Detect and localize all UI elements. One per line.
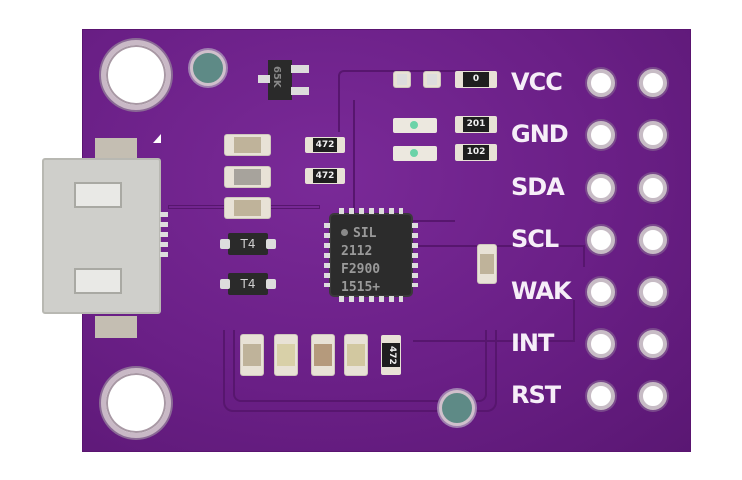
header-pin-gnd-2[interactable] (639, 121, 667, 149)
trace (233, 330, 487, 402)
capacitor (312, 335, 334, 375)
micro-usb-connector[interactable] (42, 158, 168, 314)
chip-pins-left (324, 223, 330, 287)
capacitor (225, 167, 270, 187)
pin-label-sda: SDA (511, 173, 565, 201)
resistor: 472 (381, 335, 401, 375)
header-pin-gnd-1[interactable] (587, 121, 615, 149)
chip-marking: SIL 2112 F2900 1515+ (341, 226, 381, 295)
trace (338, 70, 490, 132)
regulator-pin (291, 65, 309, 73)
diode-marking: T4 (240, 237, 256, 251)
pcb-board: 65K T4 T4 472 472 0 201 102 SIL 2112 F29… (42, 30, 690, 451)
header-pin-int-1[interactable] (587, 330, 615, 358)
marker-triangle-icon (153, 134, 161, 143)
resistor: 472 (305, 137, 345, 153)
regulator-pin (291, 87, 309, 95)
capacitor (225, 198, 270, 218)
chip-pins-bottom (339, 296, 403, 302)
chip-pins-top (339, 208, 403, 214)
header-pin-rst-2[interactable] (639, 382, 667, 410)
voltage-regulator: 65K (268, 60, 292, 100)
header-pin-sda-1[interactable] (587, 174, 615, 202)
header-pin-int-2[interactable] (639, 330, 667, 358)
pin-label-gnd: GND (511, 120, 569, 148)
capacitor (345, 335, 367, 375)
header-pin-rst-1[interactable] (587, 382, 615, 410)
chip-pins-right (412, 223, 418, 287)
diode: T4 (220, 273, 276, 295)
diode: T4 (220, 233, 276, 255)
mounting-hole (101, 368, 171, 438)
header-pin-vcc-1[interactable] (587, 69, 615, 97)
usb-pin (160, 252, 168, 257)
resistor: 201 (455, 116, 497, 133)
usb-pin (160, 232, 168, 237)
mounting-hole (101, 40, 171, 110)
resistor: 472 (305, 168, 345, 184)
header-pin-scl-1[interactable] (587, 226, 615, 254)
capacitor (424, 72, 440, 87)
capacitor (225, 135, 270, 155)
via (190, 50, 226, 86)
usb-slot (74, 182, 122, 208)
diode-marking: T4 (240, 277, 256, 291)
header-pin-wak-2[interactable] (639, 278, 667, 306)
regulator-marking: 65K (271, 66, 282, 88)
status-led (393, 146, 437, 161)
capacitor (275, 335, 297, 375)
usb-mount-tab (95, 316, 137, 338)
resistor: 0 (455, 71, 497, 88)
regulator-pin (258, 75, 270, 83)
usb-pin (160, 242, 168, 247)
usb-pin (160, 222, 168, 227)
usb-pin (160, 212, 168, 217)
header-pin-vcc-2[interactable] (639, 69, 667, 97)
resistor: 102 (455, 144, 497, 161)
pin-label-scl: SCL (511, 225, 559, 253)
cp2112-chip: SIL 2112 F2900 1515+ (331, 215, 411, 295)
capacitor (241, 335, 263, 375)
pin1-dot (341, 229, 348, 236)
header-pin-wak-1[interactable] (587, 278, 615, 306)
header-pin-sda-2[interactable] (639, 174, 667, 202)
capacitor (478, 245, 496, 283)
via (439, 390, 475, 426)
trace (223, 330, 497, 412)
header-pin-scl-2[interactable] (639, 226, 667, 254)
pin-label-vcc: VCC (511, 68, 563, 96)
pin-label-wak: WAK (511, 277, 572, 305)
usb-slot (74, 268, 122, 294)
capacitor (394, 72, 410, 87)
pin-label-int: INT (511, 329, 554, 357)
trace (413, 300, 575, 342)
status-led (393, 118, 437, 133)
usb-mount-tab (95, 138, 137, 160)
trace (413, 245, 585, 267)
pin-label-rst: RST (511, 381, 561, 409)
